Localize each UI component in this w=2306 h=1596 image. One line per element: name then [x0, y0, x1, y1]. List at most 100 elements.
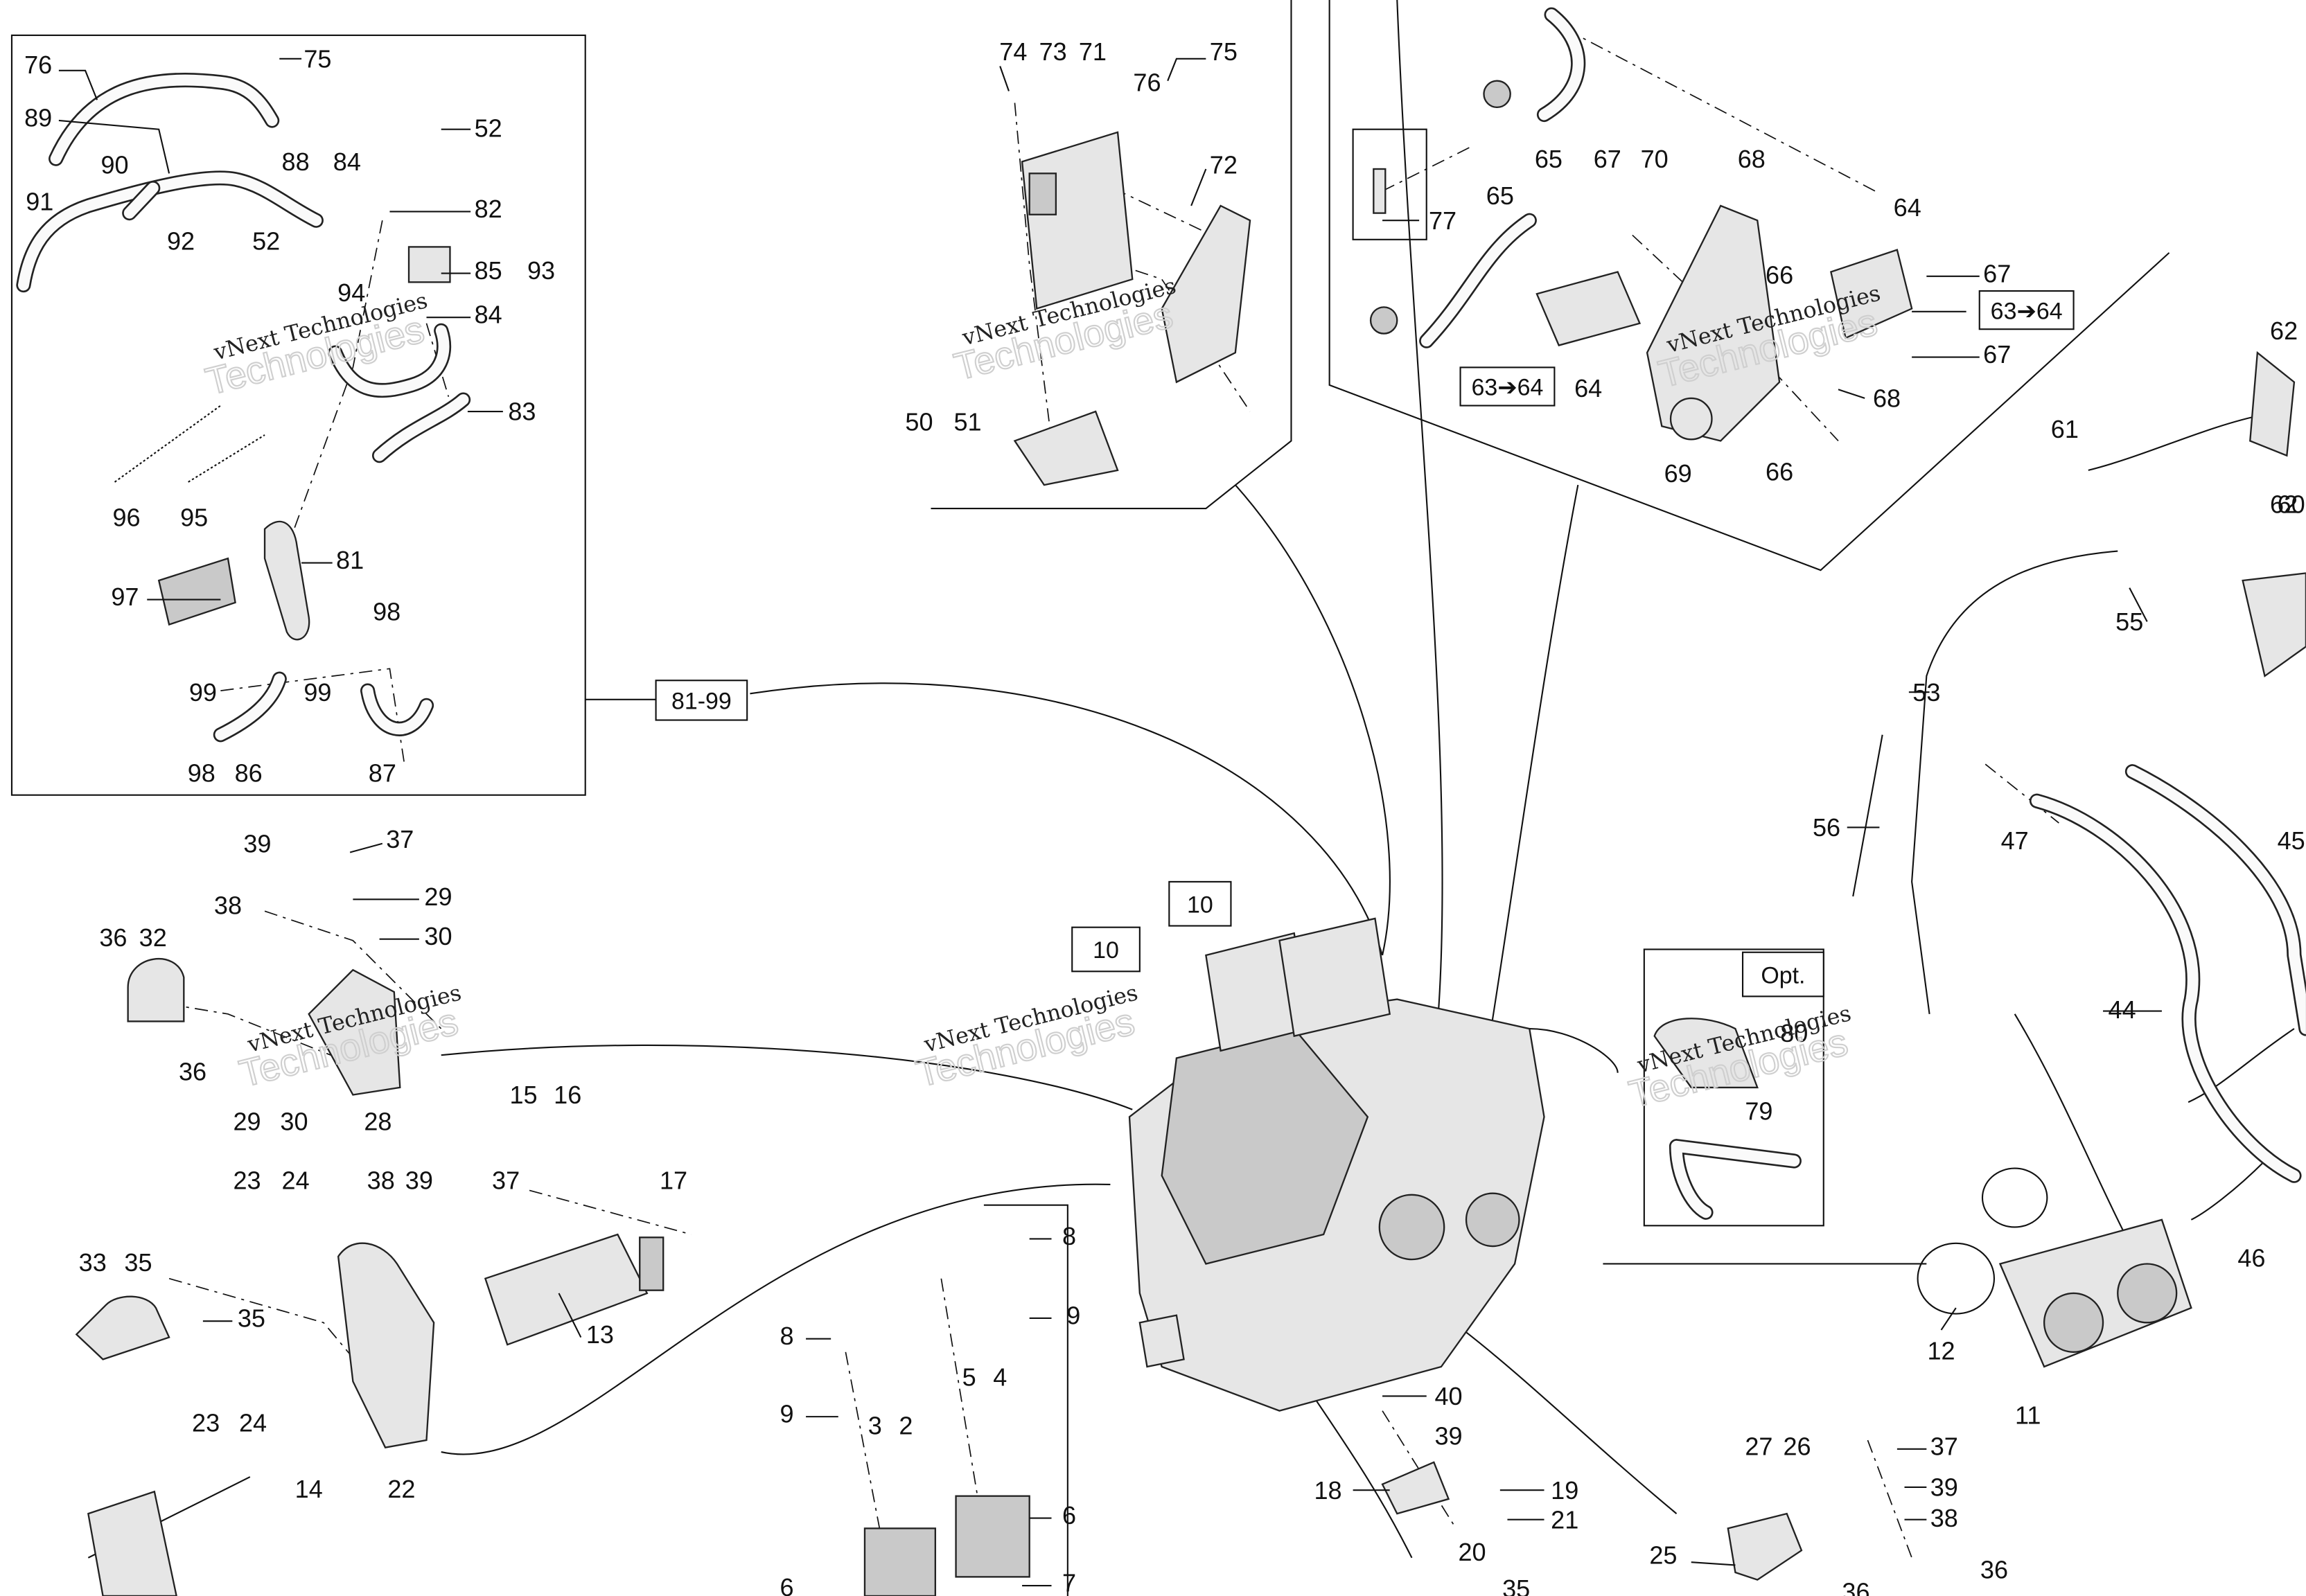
boxed-label-text: 63➔64 [1991, 298, 2063, 324]
callout-98: 98 [188, 759, 215, 788]
callout-6: 6 [780, 1573, 793, 1596]
callout-16: 16 [554, 1081, 581, 1109]
callout-29: 29 [233, 1107, 261, 1135]
connector-curves [87, 0, 2295, 1559]
callout-24: 24 [239, 1408, 267, 1437]
callout-83: 83 [508, 398, 536, 426]
callout-77: 77 [1429, 206, 1456, 235]
boxed-label-frame [1741, 951, 1824, 998]
callout-32: 32 [139, 923, 167, 952]
callout-84: 84 [333, 148, 361, 176]
callout-93: 93 [527, 256, 555, 285]
callout-66: 66 [1766, 260, 1793, 289]
callout-65: 65 [1486, 181, 1514, 210]
callout-46: 46 [2237, 1244, 2265, 1273]
boxed-label-1: 81-99 [655, 680, 748, 721]
callout-27: 27 [1745, 1432, 1772, 1460]
callout-8: 8 [1062, 1222, 1076, 1250]
callout-56: 56 [1813, 813, 1840, 842]
callout-95: 95 [180, 504, 208, 532]
engine-assembly [1128, 917, 1619, 1412]
callout-61: 61 [2051, 415, 2079, 443]
boxed-label-frame [655, 680, 748, 721]
boxed-label-frame [1071, 926, 1141, 973]
callout-69: 69 [1664, 459, 1692, 488]
callout-64: 64 [1574, 374, 1602, 402]
callout-53: 53 [1912, 678, 1940, 707]
callout-90: 90 [100, 150, 128, 179]
callout-99: 99 [303, 678, 331, 707]
callout-23: 23 [233, 1166, 261, 1194]
callout-89: 89 [24, 103, 52, 132]
callout-37: 37 [492, 1166, 520, 1194]
callout-18: 18 [1314, 1476, 1341, 1505]
callout-80: 80 [1780, 1019, 1808, 1047]
callout-22: 22 [387, 1475, 415, 1503]
callout-25: 25 [1649, 1541, 1677, 1569]
boxed-label-text: 81-99 [671, 689, 732, 715]
callout-35: 35 [1502, 1575, 1530, 1596]
callout-76: 76 [24, 51, 52, 79]
callout-2: 2 [899, 1412, 913, 1440]
callout-67: 67 [1983, 259, 2011, 287]
callout-52: 52 [475, 114, 502, 142]
component-sketches [75, 7, 2306, 1596]
callout-4: 4 [993, 1363, 1007, 1392]
callout-76: 76 [1133, 69, 1161, 97]
callout-97: 97 [111, 583, 139, 611]
callout-36: 36 [179, 1057, 206, 1085]
callout-35: 35 [238, 1304, 265, 1333]
callout-38: 38 [1930, 1504, 1958, 1532]
callout-81: 81 [336, 546, 364, 574]
callout-28: 28 [364, 1107, 391, 1135]
callout-72: 72 [1210, 150, 1238, 179]
callout-65: 65 [1535, 145, 1563, 173]
callout-92: 92 [167, 227, 195, 256]
callout-13: 13 [586, 1320, 614, 1349]
callout-99: 99 [189, 678, 217, 707]
callout-21: 21 [1551, 1505, 1578, 1534]
callout-39: 39 [243, 829, 271, 858]
callout-6: 6 [1062, 1501, 1076, 1530]
boxed-label-frame [1459, 366, 1556, 407]
callout-36: 36 [1842, 1577, 1869, 1596]
callout-50: 50 [905, 408, 933, 436]
callout-17: 17 [660, 1166, 687, 1194]
callout-67: 67 [1983, 340, 2011, 369]
callout-67: 67 [1594, 145, 1621, 173]
callout-35: 35 [124, 1248, 152, 1277]
callout-84: 84 [475, 301, 502, 329]
callout-7: 7 [1062, 1569, 1076, 1596]
boxed-label-text: Opt. [1761, 962, 1805, 988]
callout-36: 36 [1980, 1555, 2008, 1584]
boxed-label-text: 10 [1187, 892, 1213, 918]
callout-74: 74 [999, 37, 1027, 66]
callout-37: 37 [1930, 1432, 1958, 1460]
boxed-label-text: 10 [1093, 937, 1119, 964]
boxed-label-5: 63➔64 [1978, 290, 2075, 330]
callout-39: 39 [1930, 1473, 1958, 1502]
callout-45: 45 [2278, 826, 2305, 855]
callout-91: 91 [26, 187, 53, 215]
callout-51: 51 [953, 408, 981, 436]
callout-60: 60 [2278, 490, 2305, 518]
callout-86: 86 [235, 759, 263, 788]
callout-47: 47 [2001, 826, 2029, 855]
boxed-label-frame [1168, 880, 1232, 927]
callout-9: 9 [780, 1400, 793, 1428]
callout-73: 73 [1039, 37, 1067, 66]
callout-12: 12 [1928, 1336, 1955, 1365]
callout-66: 66 [1766, 458, 1793, 486]
leader-lines [58, 57, 2162, 1587]
callout-29: 29 [424, 883, 452, 911]
callout-44: 44 [2109, 995, 2136, 1024]
callout-26: 26 [1784, 1432, 1811, 1460]
callout-75: 75 [1210, 37, 1238, 66]
callout-62: 62 [2270, 317, 2298, 345]
boxed-label-3: 10 [1168, 880, 1232, 927]
